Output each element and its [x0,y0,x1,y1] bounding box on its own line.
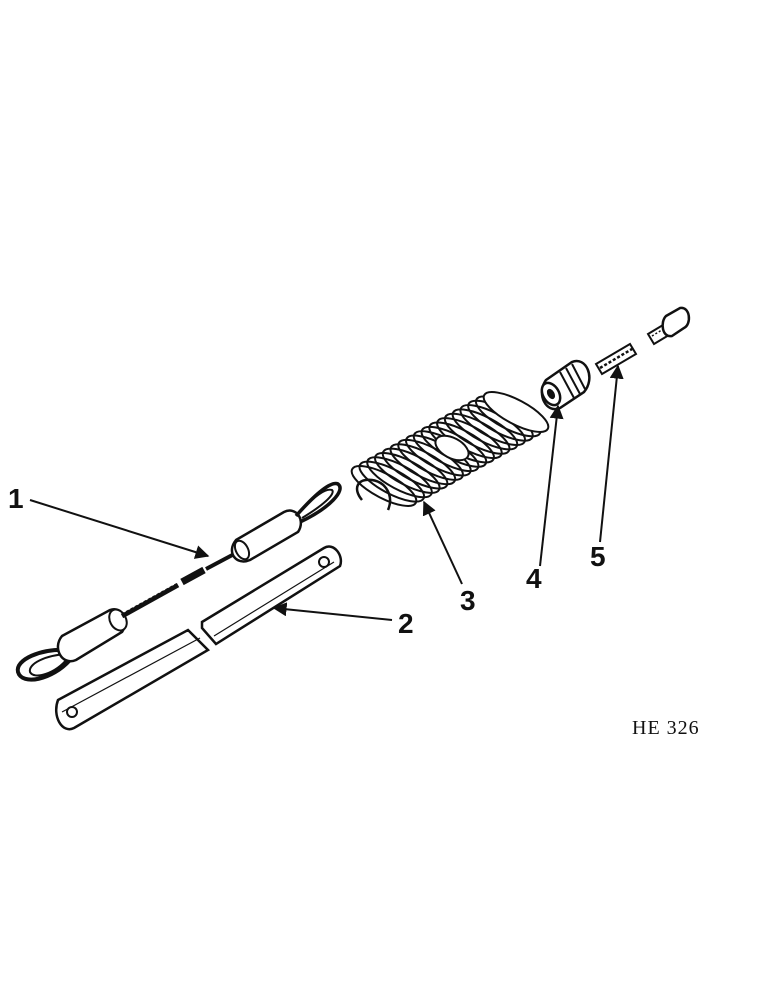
leader-line-4 [539,404,564,567]
callout-1: 1 [8,483,24,514]
spring-adjuster [540,359,591,411]
flat-bar-lower-hole [66,706,78,718]
leader-line-3 [422,500,463,585]
flat-bar-lower [55,628,211,731]
pin-and-bolt [594,306,691,376]
roll-pin [594,342,638,376]
callout-5: 5 [590,541,606,572]
spring-end-hook [355,478,392,511]
cable-strand-left [120,582,180,619]
coil-spring [350,391,550,511]
spring-coil [366,456,433,499]
callout-4: 4 [526,563,542,594]
flat-bar-assembly [55,545,343,731]
cable-right-loop [294,481,342,524]
spring-break [434,434,470,462]
cable-assembly [15,481,342,682]
bolt-head [661,306,691,338]
flat-bar-upper-hole [318,556,330,568]
cable-right-ferrule [230,509,303,563]
figure-code: HE 326 [632,717,700,739]
flat-bar-upper [200,545,343,646]
cable-break [180,566,206,586]
leader-line-5 [599,364,624,543]
leader-line-2 [272,602,393,621]
callout-3: 3 [460,585,476,616]
leader-line-1 [29,499,210,559]
callout-2: 2 [398,608,414,639]
cable-left-loop [15,647,72,682]
spring-coil [482,391,550,433]
spring-coil [374,451,441,494]
spring-coil [358,460,426,503]
